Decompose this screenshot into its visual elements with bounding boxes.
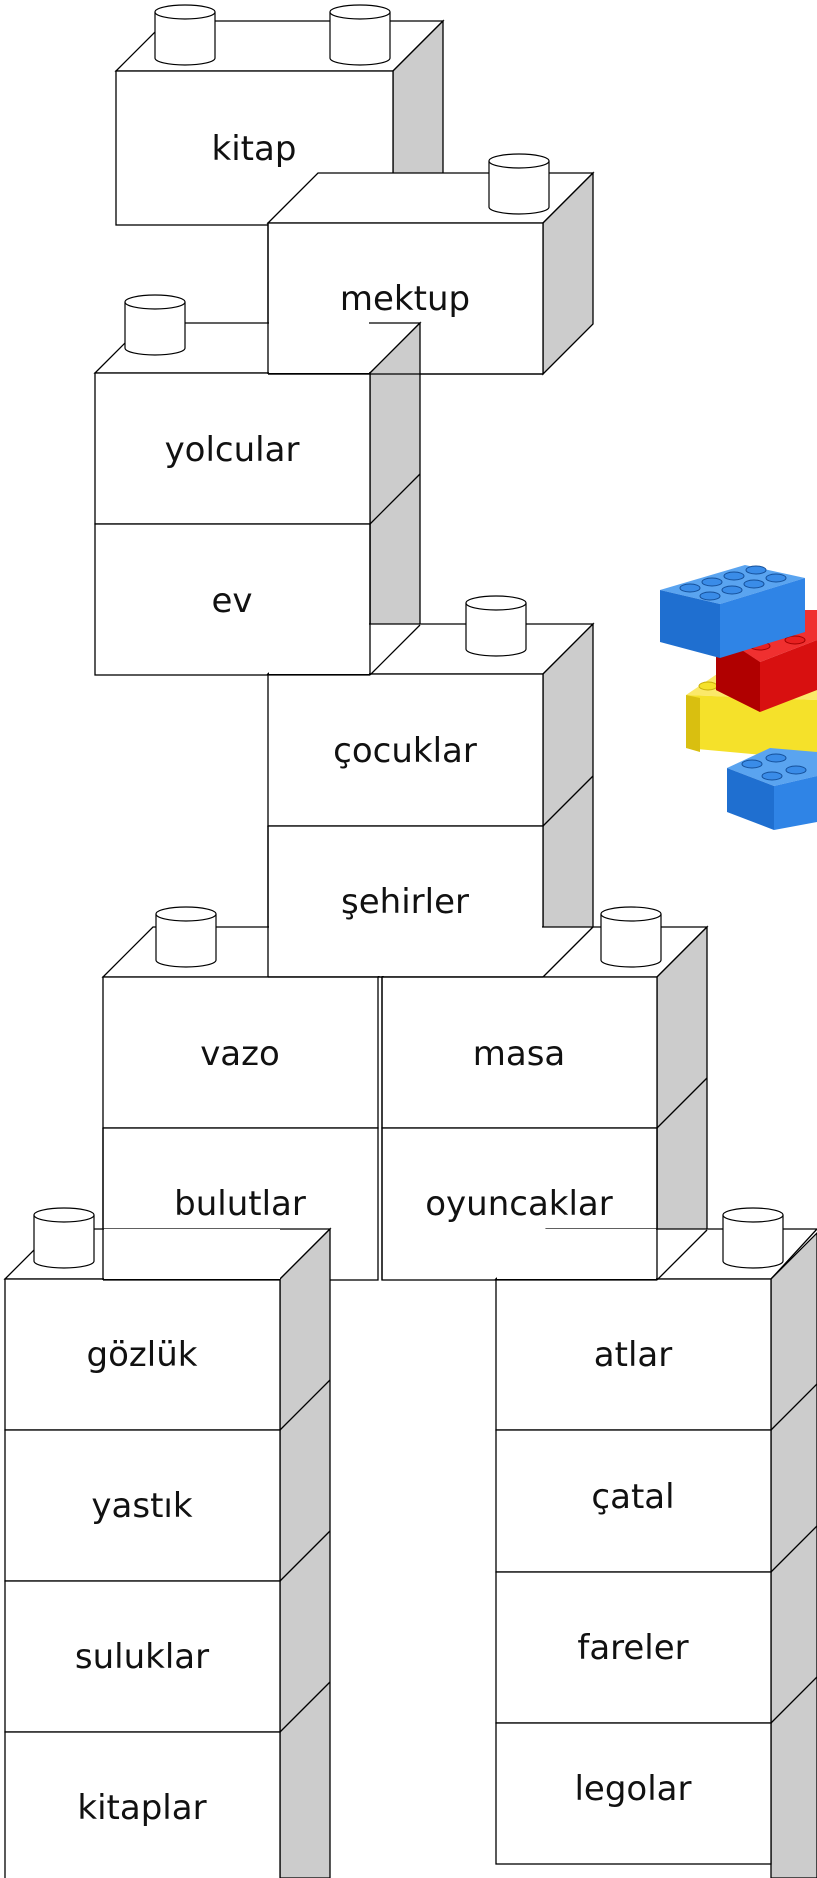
word-label: legolar (574, 1769, 691, 1809)
word-label: ev (211, 581, 252, 621)
word-label: gözlük (87, 1335, 198, 1375)
brick-face (495, 1722, 772, 1865)
brick-stack-yolcular-ev: yolcular ev (93, 294, 422, 677)
word-label: oyuncaklar (425, 1184, 613, 1224)
brick-stud (329, 4, 391, 66)
brick-stud (154, 4, 216, 66)
brick-stack-left: gözlük yastık suluklar kitaplar (3, 1207, 332, 1878)
brick-face (381, 976, 658, 1129)
word-label: bulutlar (174, 1184, 306, 1224)
brick-stud (124, 294, 186, 356)
brick-side (770, 1232, 817, 1878)
brick-side (279, 1227, 331, 1878)
brick-face (267, 673, 544, 827)
word-label: yolcular (165, 430, 300, 470)
brick-face (4, 1278, 281, 1431)
brick-face (94, 372, 371, 525)
brick-stack-right: atlar çatal fareler legolar (494, 1207, 817, 1878)
brick-stud (600, 906, 662, 968)
colored-lego-bricks-illustration (660, 565, 817, 830)
brick-stud (488, 153, 550, 215)
word-label: atlar (594, 1335, 672, 1375)
word-label: şehirler (341, 882, 469, 922)
word-label: çatal (591, 1477, 674, 1517)
word-label: suluklar (75, 1637, 209, 1677)
brick-stack-cocuklar-sehirler: çocuklar şehirler (266, 595, 595, 979)
word-label: çocuklar (333, 731, 477, 771)
word-label: masa (473, 1034, 566, 1074)
word-label: vazo (200, 1034, 280, 1074)
brick-kitap: kitap (114, 4, 445, 227)
word-label: mektup (340, 279, 470, 319)
brick-face (4, 1580, 281, 1733)
brick-stud (155, 906, 217, 968)
word-label: kitap (212, 129, 297, 169)
brick-face (4, 1731, 281, 1878)
brick-face (495, 1429, 772, 1573)
brick-stud (33, 1207, 95, 1269)
brick-stud (722, 1207, 784, 1269)
word-label: fareler (577, 1628, 688, 1668)
brick-stud (465, 595, 527, 657)
brick-face (4, 1429, 281, 1582)
word-label: yastık (91, 1486, 192, 1526)
blue-lego-brick (660, 565, 805, 658)
small-blue-lego-brick (727, 748, 817, 830)
word-label: kitaplar (77, 1788, 206, 1828)
